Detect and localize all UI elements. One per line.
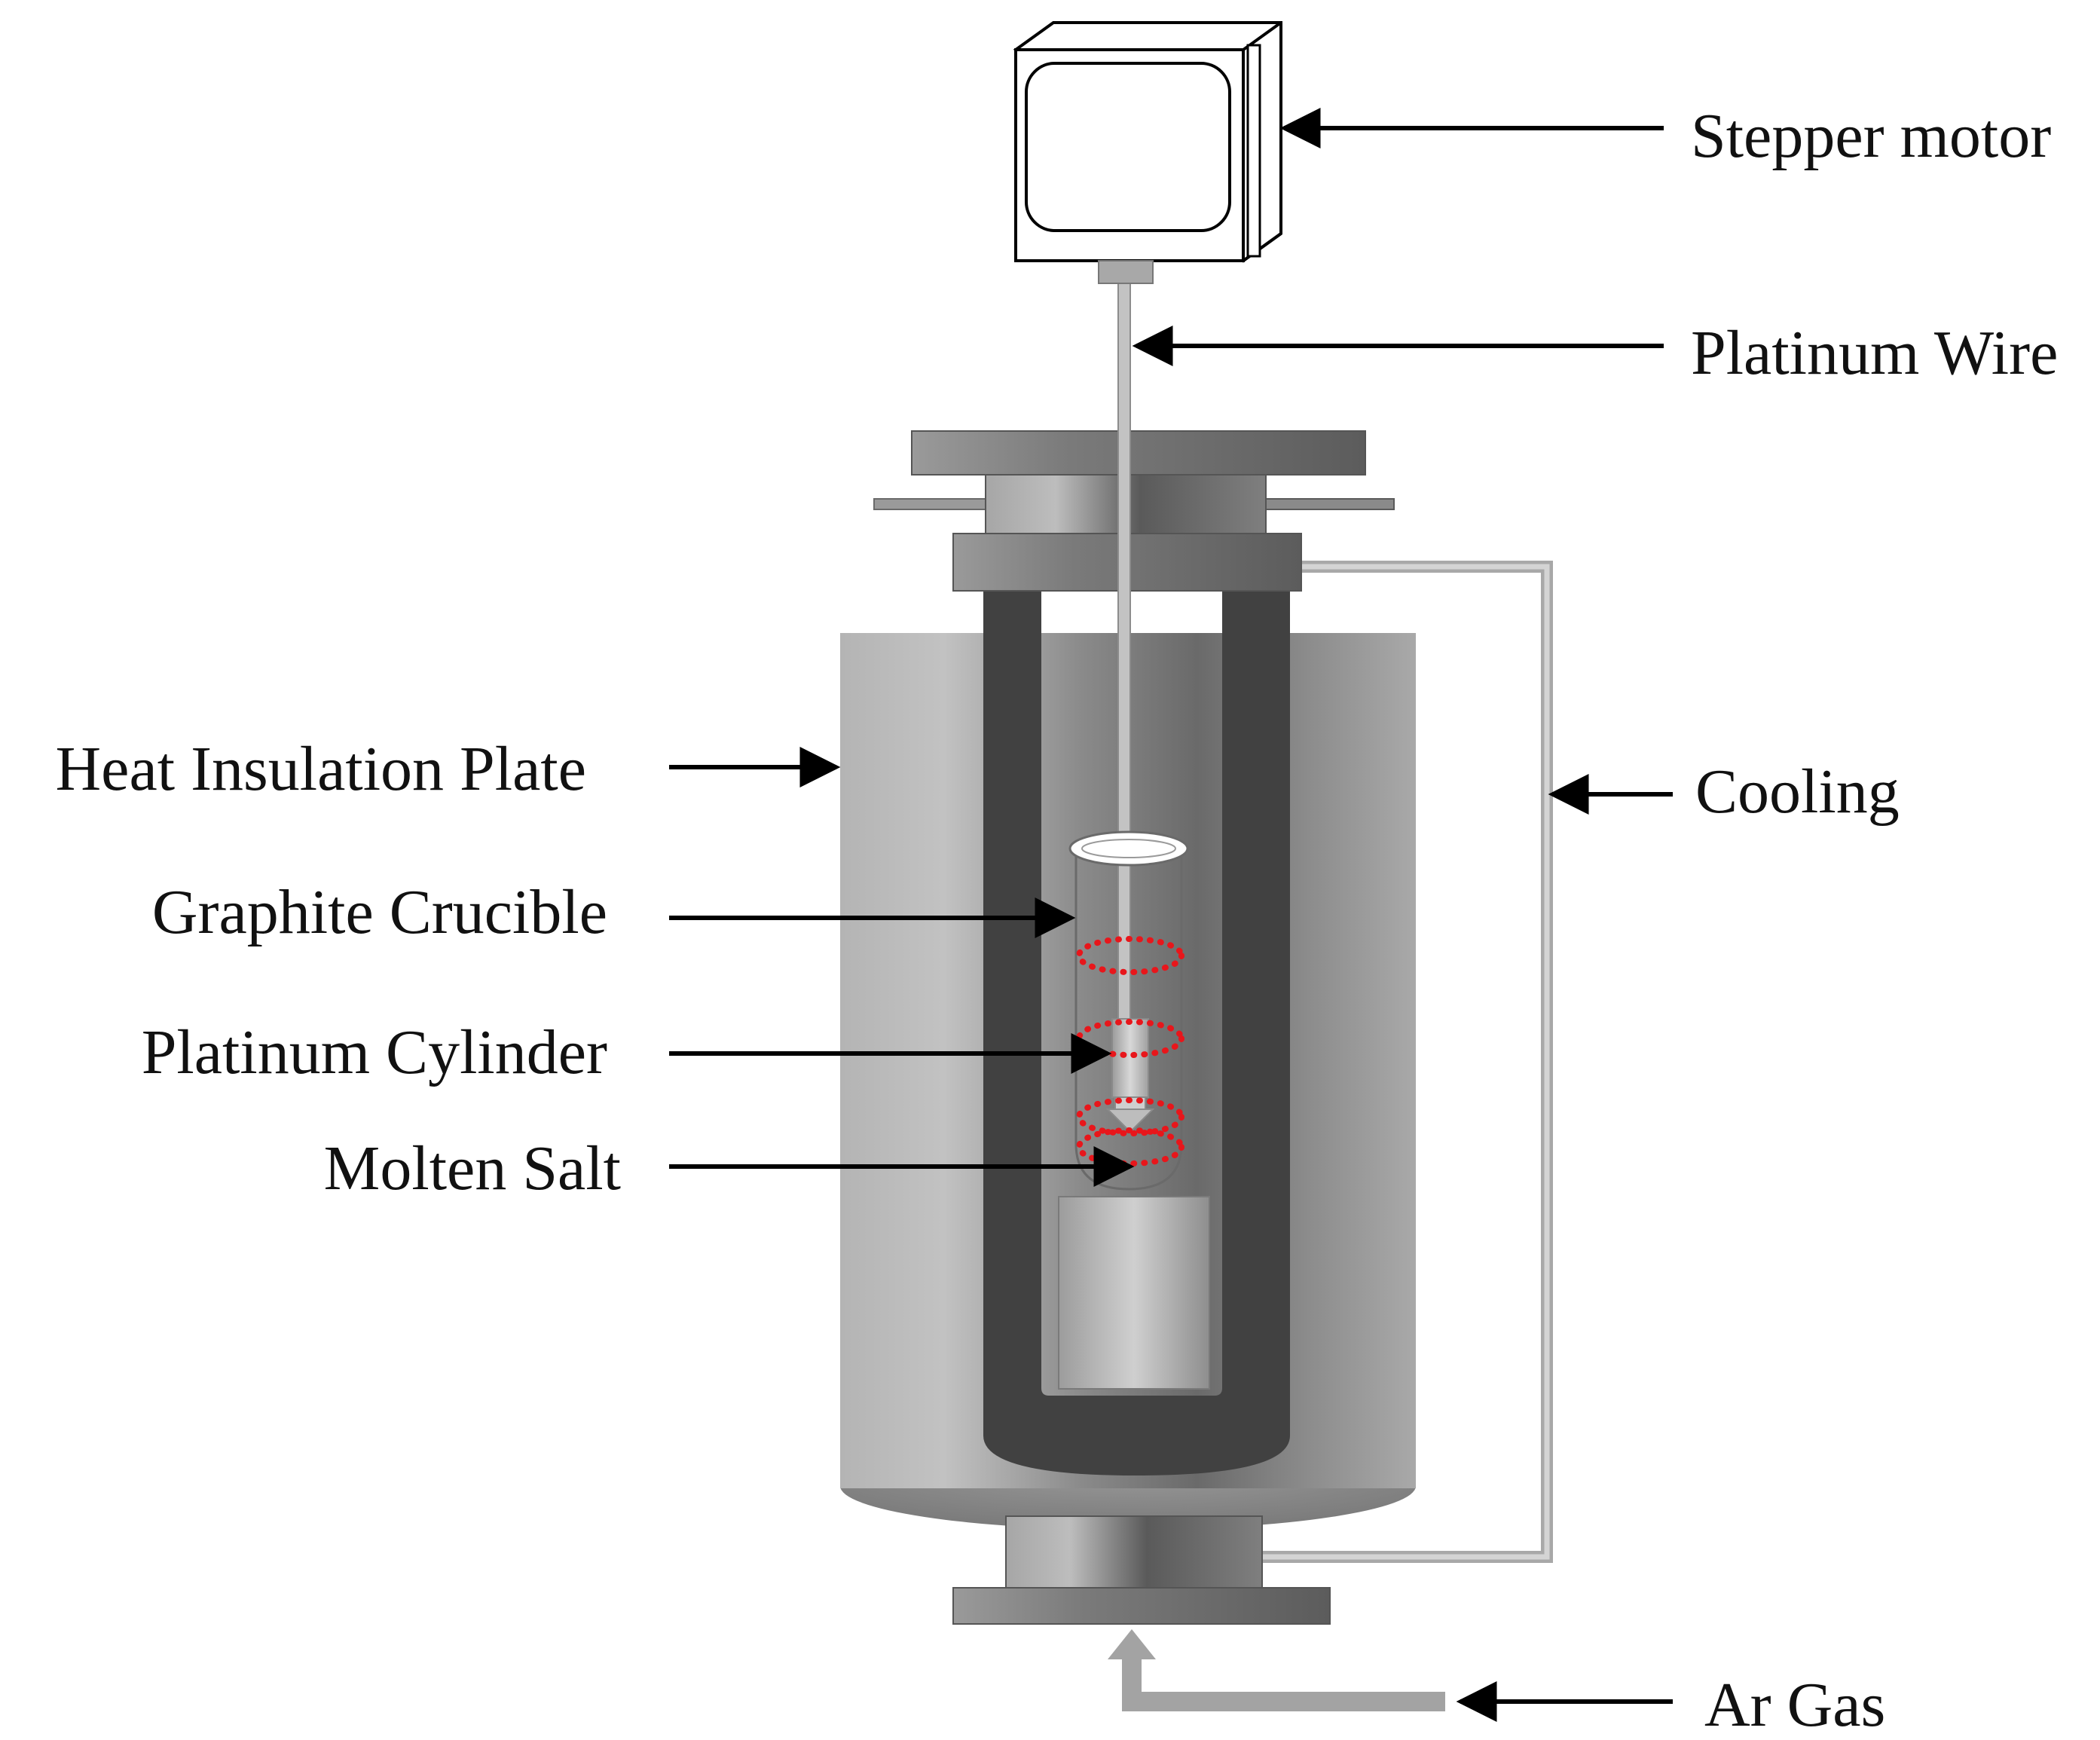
label-heat-insulation-plate: Heat Insulation Plate <box>56 734 586 804</box>
heater-u-tube <box>983 589 1290 1475</box>
stepper-motor <box>1013 21 1282 284</box>
graphite-crucible <box>1068 830 1189 1191</box>
crucible-support <box>1058 1196 1210 1390</box>
label-stepper-motor: Stepper motor <box>1691 101 2051 171</box>
label-molten-salt: Molten Salt <box>324 1133 621 1203</box>
motor-coupling <box>1098 260 1154 284</box>
label-platinum-wire: Platinum Wire <box>1691 318 2058 388</box>
ar-gas-inlet-pipe <box>1108 1629 1445 1711</box>
bottom-flange <box>952 1515 1331 1625</box>
callout-arrows <box>669 108 1673 1722</box>
label-cooling: Cooling <box>1695 757 1900 827</box>
gas-flow-arrowhead <box>1108 1629 1156 1659</box>
labels: Stepper motor Platinum Wire Heat Insulat… <box>56 101 2059 1740</box>
label-ar-gas: Ar Gas <box>1704 1670 1885 1740</box>
platinum-cylinder <box>1105 1018 1155 1133</box>
label-platinum-cylinder: Platinum Cylinder <box>142 1017 607 1087</box>
label-graphite-crucible: Graphite Crucible <box>152 877 607 947</box>
heating-coil <box>1076 936 1184 1167</box>
platinum-wire <box>1117 277 1131 1039</box>
cooling-pipe <box>1263 561 1553 1563</box>
